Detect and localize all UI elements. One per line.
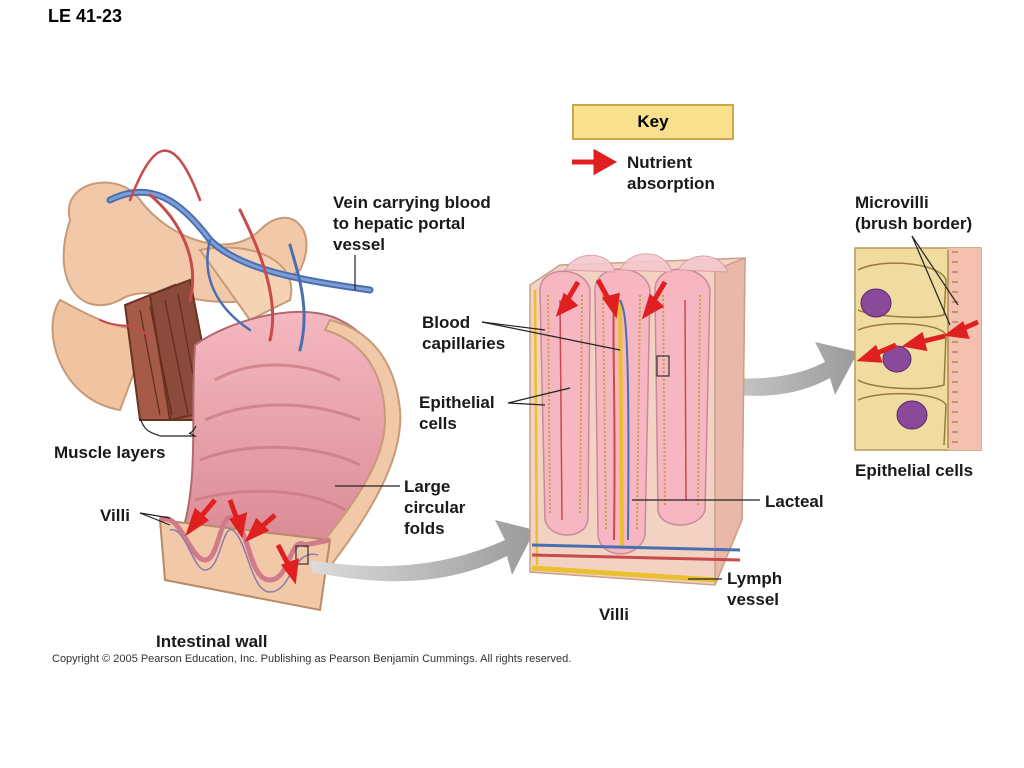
villi-left-label: Villi xyxy=(100,506,130,525)
lymph-vessel-label: Lymph vessel xyxy=(727,569,783,609)
absorption-arrows-right xyxy=(856,319,980,363)
leader-lines-left xyxy=(139,255,400,526)
epithelial-cells-right-label: Epithelial cells xyxy=(855,461,974,480)
large-folds-label: Large circular folds xyxy=(404,477,466,538)
zoom-box-left xyxy=(295,545,309,565)
epithelial-cells-mid-label: Epithelial cells xyxy=(419,393,495,433)
villi-center-label: Villi xyxy=(599,605,629,624)
figure-id: LE 41-23 xyxy=(48,6,123,26)
lacteal-label: Lacteal xyxy=(765,492,824,511)
zoom-arrow-left xyxy=(310,520,535,582)
key-nutrient-label: Nutrient absorption xyxy=(627,153,715,193)
vein-label: Vein carrying blood to hepatic portal ve… xyxy=(333,193,491,254)
leader-lines-center xyxy=(481,321,760,580)
blood-capillaries-label: Blood capillaries xyxy=(422,313,506,353)
villi-block xyxy=(529,253,746,586)
intestine-open-section xyxy=(178,310,402,582)
zoom-box-center xyxy=(656,355,670,377)
intestinal-wall-label: Intestinal wall xyxy=(156,632,268,651)
leader-lines-right xyxy=(911,235,959,326)
key-title: Key xyxy=(572,104,734,140)
muscle-layers-label: Muscle layers xyxy=(54,443,166,462)
copyright-notice: Copyright © 2005 Pearson Education, Inc.… xyxy=(52,653,572,665)
microvilli-label: Microvilli (brush border) xyxy=(855,193,973,233)
absorption-arrows-center xyxy=(555,278,668,320)
absorption-arrows-left xyxy=(185,498,299,585)
key-arrow-icon xyxy=(572,148,618,176)
blood-vessels xyxy=(99,149,374,352)
